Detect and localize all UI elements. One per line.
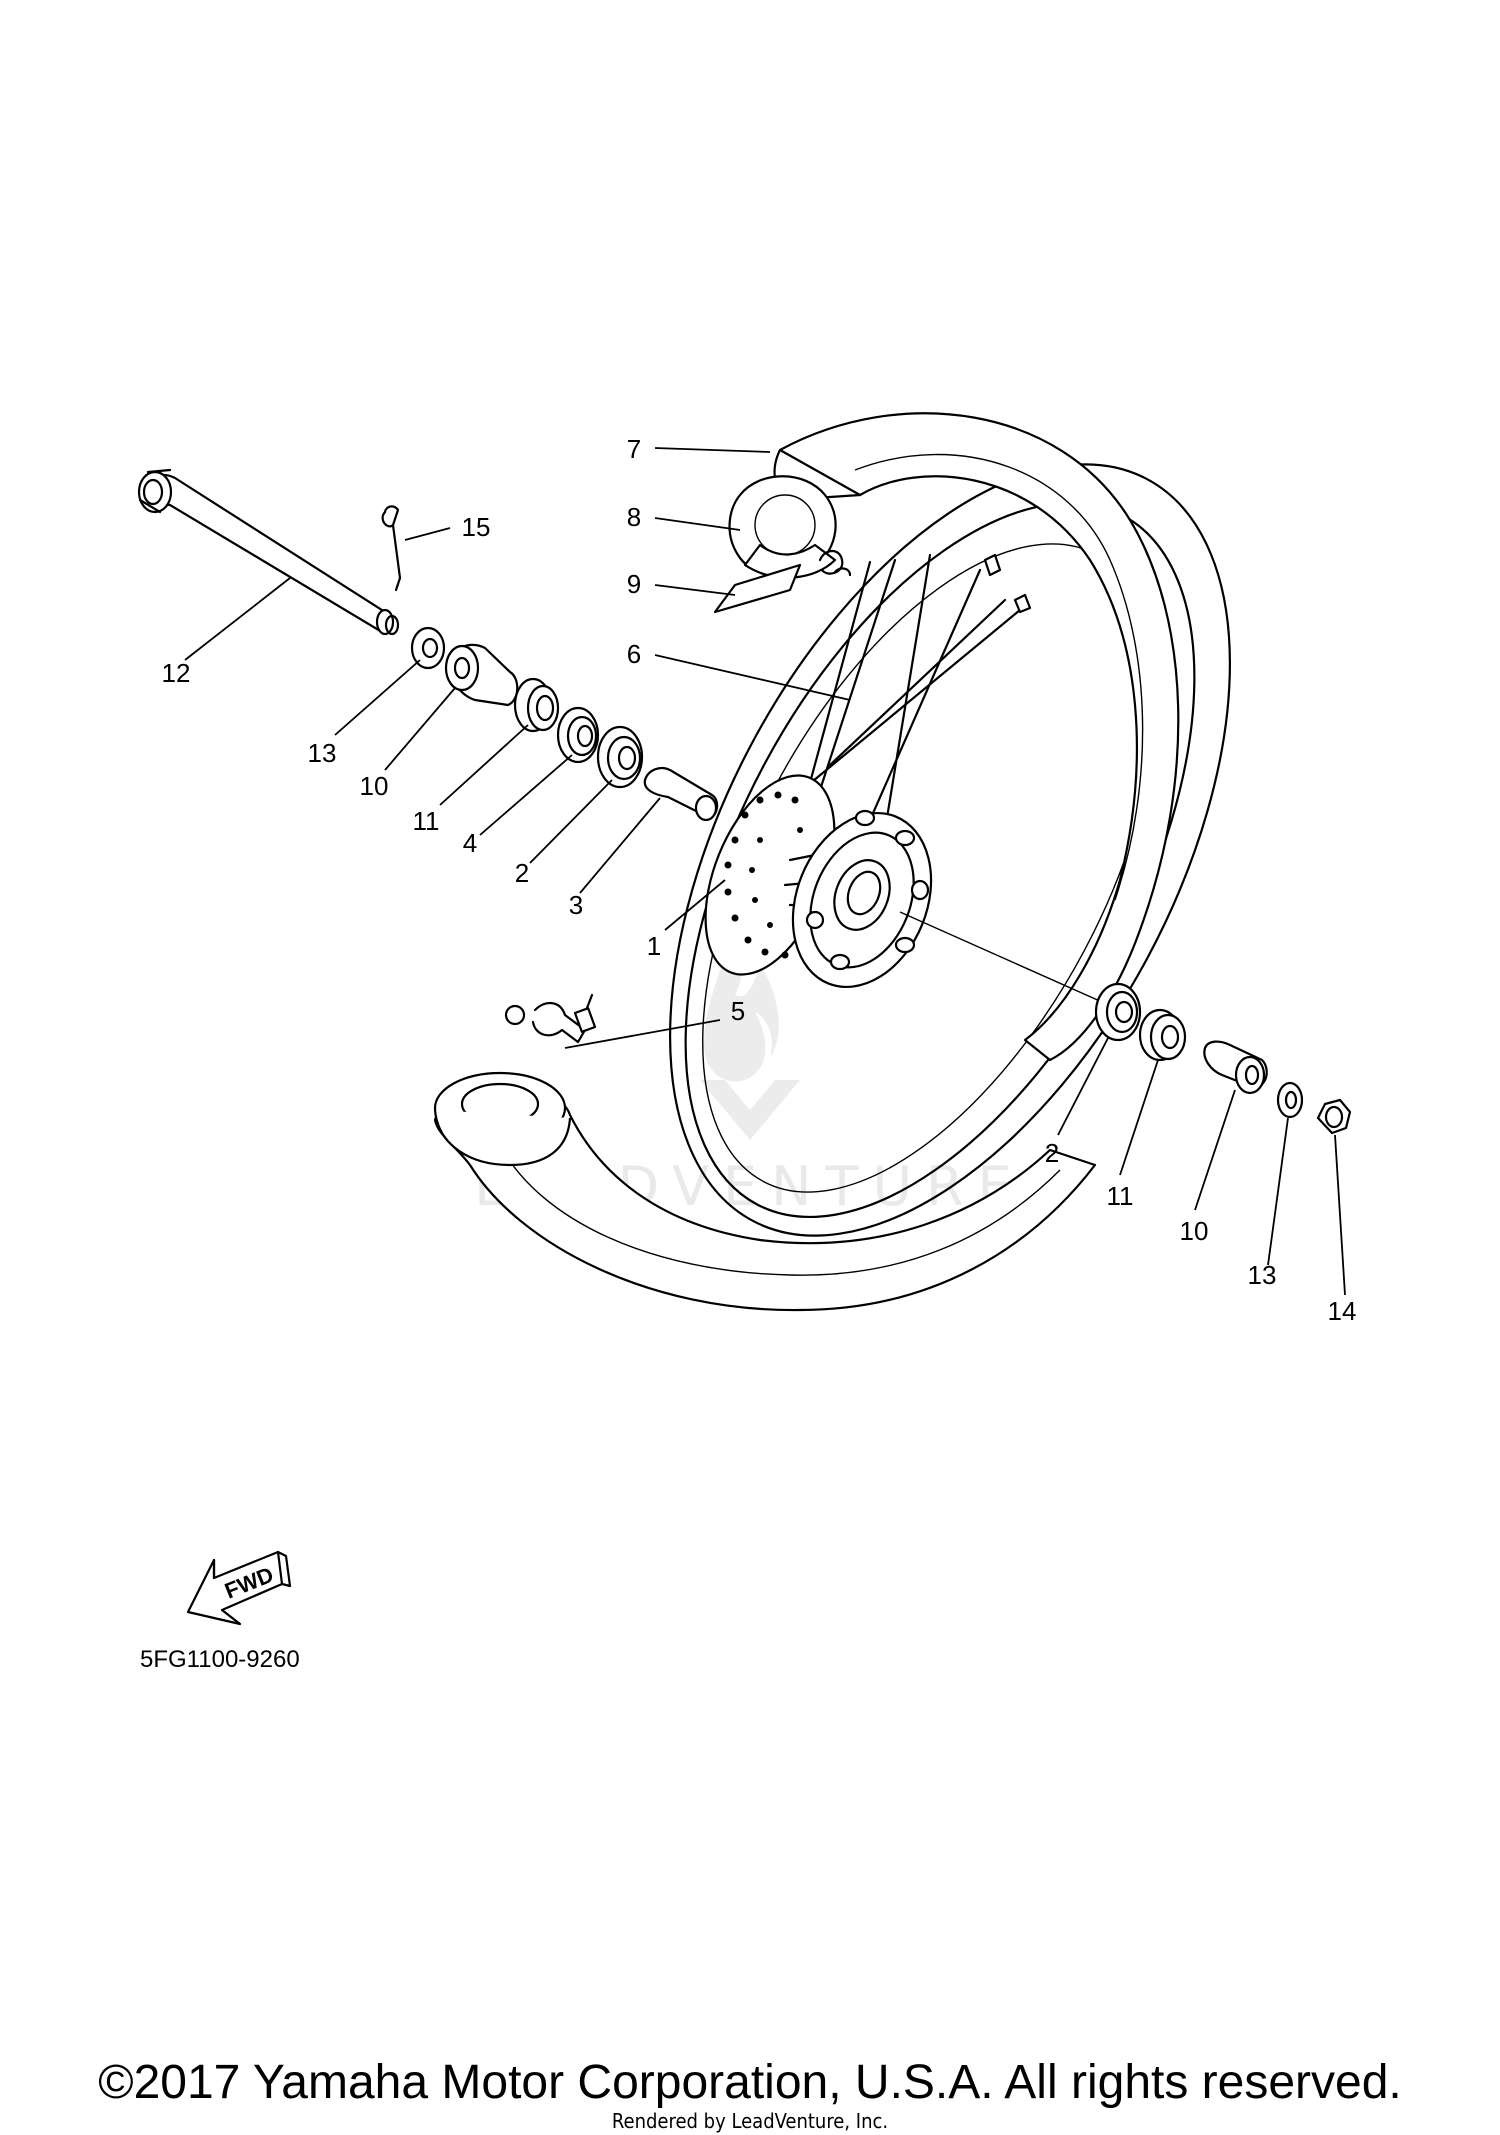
callout-12: 12 bbox=[162, 658, 191, 688]
collar-13-right bbox=[1276, 1081, 1304, 1119]
callout-13-left: 13 bbox=[308, 738, 337, 768]
spacer-10-left bbox=[444, 643, 519, 707]
bearing-2-right bbox=[1094, 982, 1142, 1042]
rim-band bbox=[713, 563, 802, 614]
callout-14: 14 bbox=[1328, 1296, 1357, 1326]
distance-collar-3 bbox=[643, 766, 719, 822]
callout-15: 15 bbox=[462, 512, 491, 542]
callout-6: 6 bbox=[627, 639, 641, 669]
callout-labels: 7 8 9 6 15 12 13 10 11 4 2 3 1 5 2 11 10… bbox=[162, 434, 1357, 1326]
fwd-arrow-icon: FWD bbox=[186, 1550, 292, 1626]
rim-valve-hole bbox=[818, 549, 852, 577]
bearing-4 bbox=[556, 706, 600, 764]
oil-seal-11-left bbox=[513, 677, 560, 733]
bearing-2-left bbox=[596, 725, 644, 789]
leader-lines bbox=[184, 447, 1346, 1296]
callout-10-left: 10 bbox=[360, 771, 389, 801]
diagram-code: 5FG1100-9260 bbox=[140, 1646, 300, 1673]
axle-nut-14 bbox=[1316, 1098, 1352, 1135]
rendered-by-notice: Rendered by LeadVenture, Inc. bbox=[612, 2109, 888, 2133]
hub-flange-holes bbox=[724, 791, 803, 959]
wheel-hub bbox=[704, 774, 933, 989]
callout-2-left: 2 bbox=[515, 858, 529, 888]
callout-4: 4 bbox=[463, 828, 477, 858]
tube-valve-stem bbox=[504, 993, 597, 1044]
spacer-10-right bbox=[1203, 1040, 1268, 1095]
callout-7: 7 bbox=[627, 434, 641, 464]
callout-9: 9 bbox=[627, 569, 641, 599]
callout-11-right: 11 bbox=[1107, 1181, 1134, 1211]
callout-1: 1 bbox=[647, 931, 661, 961]
callout-5: 5 bbox=[731, 996, 745, 1026]
callout-2-right: 2 bbox=[1045, 1138, 1059, 1168]
tire-lower-section bbox=[433, 993, 1097, 1312]
front-axle bbox=[137, 468, 400, 636]
cotter-pin bbox=[381, 505, 402, 592]
callout-10-right: 10 bbox=[1180, 1216, 1209, 1246]
oil-seal-11-right bbox=[1138, 1008, 1187, 1062]
collar-13-left bbox=[410, 626, 446, 670]
axle-centerline bbox=[899, 911, 1121, 1011]
inner-tube-end bbox=[728, 475, 837, 579]
hub-bolt-bosses bbox=[805, 809, 930, 971]
copyright-notice: ©2017 Yamaha Motor Corporation, U.S.A. A… bbox=[98, 2056, 1402, 2109]
callout-11-left: 11 bbox=[413, 806, 440, 836]
callout-3: 3 bbox=[569, 890, 583, 920]
spokes bbox=[788, 553, 1032, 832]
callout-8: 8 bbox=[627, 502, 641, 532]
callout-13-right: 13 bbox=[1248, 1260, 1277, 1290]
